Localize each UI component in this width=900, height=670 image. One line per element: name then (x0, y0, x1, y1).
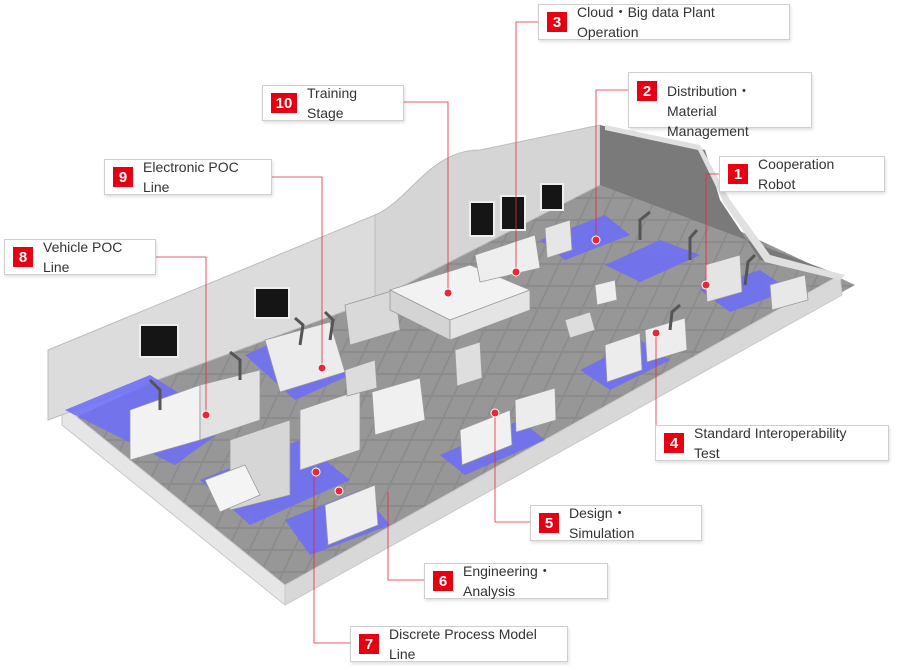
wall-screen (254, 287, 290, 319)
callout-number: 4 (664, 433, 684, 453)
callout-vehicle-poc-line: 8 Vehicle POC Line (4, 239, 156, 275)
callout-design-simulation: 5 Design・Simulation (530, 505, 702, 541)
callout-training-stage: 10 Training Stage (262, 85, 404, 121)
callout-number: 10 (271, 93, 297, 113)
callout-engineering-analysis: 6 Engineering・Analysis (424, 563, 608, 599)
callout-cooperation-robot: 1 Cooperation Robot (719, 156, 885, 192)
callout-number: 7 (359, 634, 379, 654)
callout-number: 6 (433, 571, 453, 591)
callout-number: 3 (547, 12, 567, 32)
location-dots (201, 235, 711, 496)
callout-label: Vehicle POC Line (43, 239, 123, 275)
right-wall-top (605, 125, 845, 280)
callout-label: Design・Simulation (569, 505, 635, 541)
callout-number: 8 (13, 247, 33, 267)
wall-screen (540, 183, 564, 211)
callout-label: Engineering・Analysis (463, 563, 552, 599)
callout-label: Discrete Process Model Line (389, 626, 537, 662)
callout-label: Standard Interoperability Test (694, 425, 847, 461)
side-wall-right (600, 125, 840, 275)
front-wall-right (284, 274, 843, 606)
wall-screen (139, 324, 179, 358)
callout-label: Training Stage (307, 85, 358, 121)
callout-interoperability-test: 4 Standard Interoperability Test (655, 425, 889, 461)
callout-number: 1 (728, 164, 748, 184)
callout-label: Cloud・Big data Plant Operation (577, 4, 715, 40)
callout-number: 2 (637, 81, 657, 101)
callout-cloud-big-data: 3 Cloud・Big data Plant Operation (538, 4, 790, 40)
callout-number: 9 (113, 167, 133, 187)
wall-screen (500, 195, 526, 231)
callout-label: Cooperation Robot (758, 156, 835, 192)
callout-distribution: 2 Distribution・ Material Management (628, 72, 812, 139)
callout-electronic-poc-line: 9 Electronic POC Line (104, 159, 272, 195)
callout-discrete-process-line: 7 Discrete Process Model Line (350, 626, 568, 662)
robot-arms (148, 210, 757, 410)
callout-number: 5 (539, 513, 559, 533)
callout-label: Electronic POC Line (143, 159, 239, 195)
callout-label: Distribution・ Material Management (667, 83, 752, 139)
wall-screen (469, 201, 495, 237)
